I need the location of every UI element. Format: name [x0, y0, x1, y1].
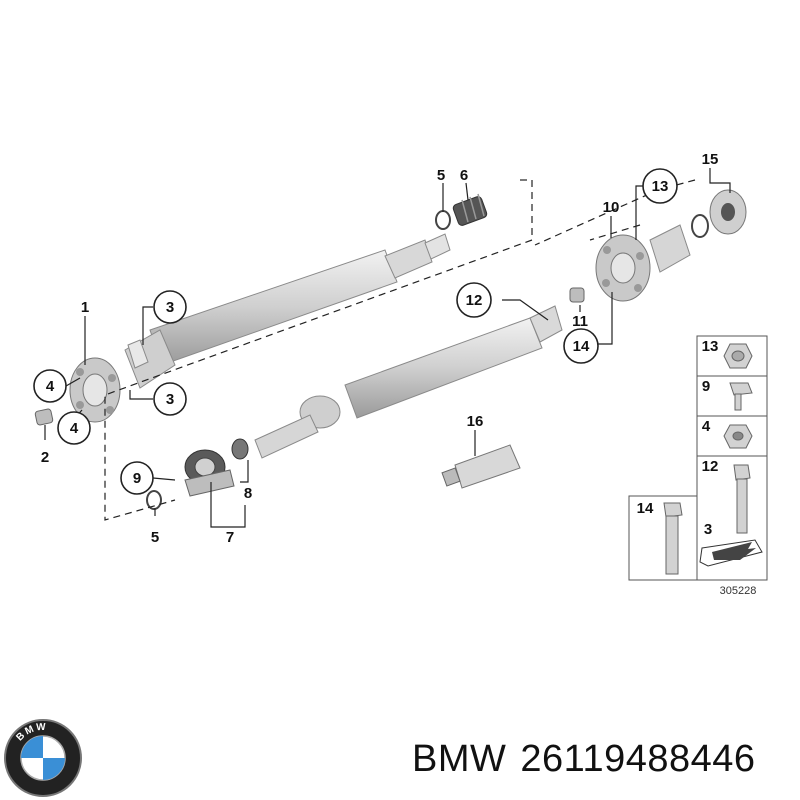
label-15: 15 — [702, 151, 719, 168]
bmw-logo-icon: BMW — [4, 719, 82, 797]
callout-3-upper-text: 3 — [166, 299, 174, 316]
legend-bolt-12 — [733, 464, 751, 534]
fastener-legend — [628, 335, 768, 581]
label-1: 1 — [81, 299, 89, 316]
label-5-upper: 5 — [437, 167, 445, 184]
grease-tube — [441, 444, 521, 489]
legend-bolt-9 — [729, 382, 753, 411]
callout-3-lower: 3 — [153, 382, 187, 416]
label-7: 7 — [226, 529, 234, 546]
callout-13: 13 — [642, 168, 678, 204]
callout-4-lower-text: 4 — [70, 420, 79, 437]
legend-nut-13 — [723, 343, 753, 369]
callout-4-upper-text: 4 — [46, 378, 55, 395]
callout-12: 12 — [456, 282, 492, 318]
label-16: 16 — [467, 413, 484, 430]
front-driveshaft — [34, 193, 488, 426]
callout-9-text: 9 — [133, 470, 141, 487]
legend-nut-4 — [723, 424, 753, 449]
brand-caption: BMW 26119488446 — [412, 738, 770, 781]
label-5-lower: 5 — [151, 529, 159, 546]
label-11: 11 — [572, 313, 588, 330]
legend-label-14: 14 — [637, 500, 654, 517]
legend-bolt-14 — [663, 502, 683, 575]
callout-4-upper: 4 — [33, 369, 67, 403]
callout-3-lower-text: 3 — [166, 391, 174, 408]
callout-4-lower: 4 — [57, 411, 91, 445]
brand-name: BMW — [412, 738, 507, 780]
callout-12-text: 12 — [466, 292, 483, 309]
legend-label-12: 12 — [702, 458, 719, 475]
callout-3-upper: 3 — [153, 290, 187, 324]
legend-label-4: 4 — [702, 418, 711, 435]
legend-label-13: 13 — [702, 338, 719, 355]
part-number: 26119488446 — [520, 738, 756, 780]
legend-label-3: 3 — [704, 521, 712, 538]
legend-label-9: 9 — [702, 378, 710, 395]
legend-arrow-icon — [699, 539, 763, 567]
callout-14: 14 — [563, 328, 599, 364]
rear-driveshaft — [146, 189, 747, 510]
callout-14-text: 14 — [573, 338, 590, 355]
label-8: 8 — [244, 485, 252, 502]
label-2: 2 — [41, 449, 49, 466]
diagram-reference-number: 305228 — [720, 585, 757, 597]
callout-13-text: 13 — [652, 178, 669, 195]
label-6: 6 — [460, 167, 468, 184]
callout-9: 9 — [120, 461, 154, 495]
label-10: 10 — [603, 199, 620, 216]
